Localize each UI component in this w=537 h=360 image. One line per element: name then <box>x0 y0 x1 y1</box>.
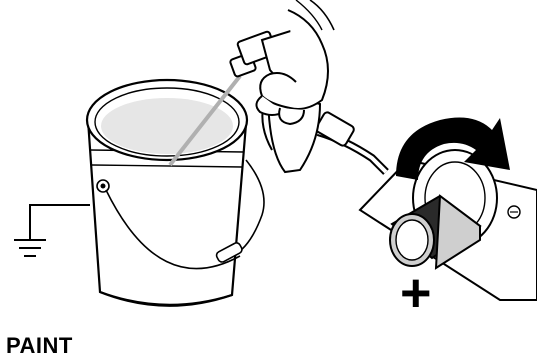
pressure-knob-icon <box>360 150 537 300</box>
paint-label: PAINT <box>6 333 73 359</box>
ground-symbol-icon <box>14 205 90 256</box>
spray-gun-icon <box>230 0 386 172</box>
increase-pressure-symbol: + <box>400 266 432 320</box>
paint-bucket-icon <box>87 80 264 306</box>
